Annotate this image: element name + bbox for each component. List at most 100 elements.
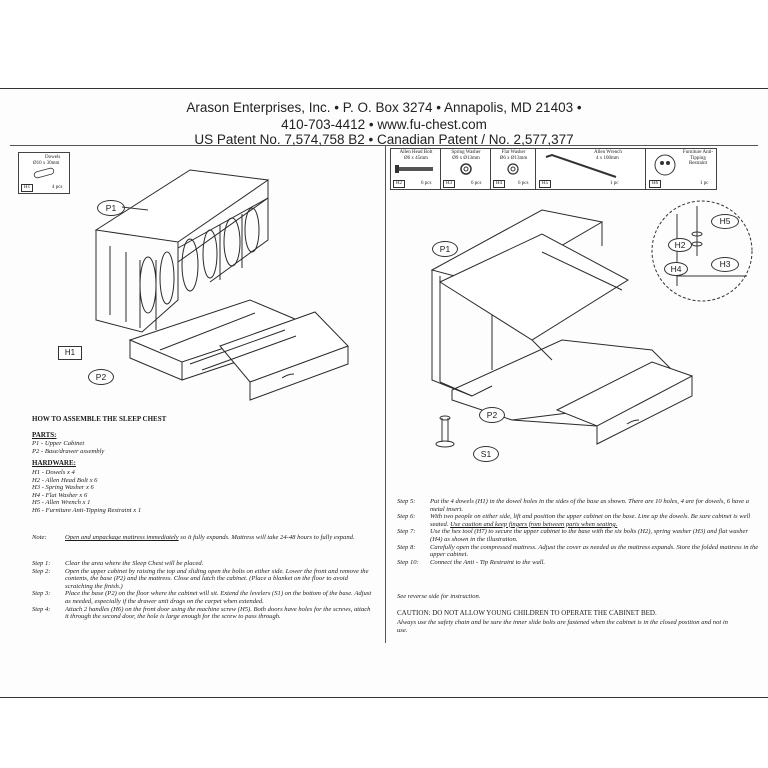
bolt-icon [395, 165, 433, 173]
step-name: Step 10: [397, 558, 419, 566]
step-name: Step 7: [397, 528, 416, 536]
label-h4: H4 [664, 262, 688, 276]
hw-code: H4 [493, 180, 506, 188]
hw-qty: 1 pc [700, 181, 709, 186]
dowels-qty: 4 pcs [52, 185, 63, 190]
hardware-item: H5 - Allen Wrench x 1 [32, 499, 91, 507]
step-text: Connect the Anti - Tip Restraint to the … [430, 558, 546, 566]
step-name: Step 4: [32, 605, 51, 613]
patent-numbers: US Patent No. 7,574,758 B2 • Canadian Pa… [194, 132, 574, 147]
part-item: P1 - Upper Cabinet [32, 440, 85, 447]
hw-code: H2 [393, 180, 406, 188]
hw-title: Allen Wrench [594, 150, 622, 155]
hw-code: H3 [443, 180, 456, 188]
dowels-size: Ø10 x 30mm [33, 161, 60, 166]
hw-size: Ø6 x Ø13mm [499, 155, 528, 161]
left-steps: Step 1: Clear the area where the Sleep Ch… [32, 560, 372, 621]
label-h5: H5 [711, 214, 739, 229]
step-text: Clear the area where the Sleep Chest wil… [65, 560, 204, 567]
parts-title: PARTS: [32, 431, 57, 439]
assembly-title: HOW TO ASSEMBLE THE SLEEP CHEST [32, 415, 167, 423]
note-text: so it fully expands. Mattress will take … [178, 534, 355, 541]
hw-title: Furniture Anti-Tipping Restraint [682, 150, 714, 166]
label-h3: H3 [711, 257, 739, 272]
sleep-chest-exploded-illustration [94, 169, 349, 401]
hardware-list: H1 - Dowels x 4 H2 - Allen Head Bolt x 6… [32, 469, 141, 515]
hardware-item: H3 - Spring Washer x 6 [32, 484, 94, 492]
sleep-chest-assembly-illustration [430, 209, 694, 445]
part-item: P2 - Base/drawer assembly [32, 447, 105, 455]
caution-title: CAUTION: DO NOT ALLOW YOUNG CHILDREN TO … [397, 609, 657, 617]
hw-qty: 6 pcs [518, 181, 529, 186]
dowels-hardware-box: Dowels Ø10 x 30mm H1 4 pcs [18, 152, 70, 194]
flat-washer-box: Flat Washer Ø6 x Ø13mm H4 6 pcs [490, 148, 537, 190]
step-row: Step 2: Open the upper cabinet by raising… [32, 568, 372, 591]
step-row: Step 6: With two people on either side, l… [397, 513, 759, 528]
step-name: Step 1: [32, 560, 51, 567]
hw-qty: 6 pcs [421, 181, 432, 186]
hw-qty: 6 pcs [471, 181, 482, 186]
parts-list: P1 - Upper Cabinet P2 - Base/drawer asse… [32, 440, 104, 455]
hw-code: H6 [649, 180, 662, 188]
hardware-title: HARDWARE: [32, 459, 76, 467]
step-name: Step 6: [397, 513, 416, 521]
step-row: Step 10: Connect the Anti - Tip Restraint… [397, 559, 759, 567]
hw-size: Ø9 x Ø13mm [452, 155, 480, 161]
step-text: Place the base (P2) on the floor where t… [65, 590, 372, 605]
step-text: Carefully open the compressed mattress. … [430, 543, 759, 559]
step-name: Step 3: [32, 590, 51, 598]
header-divider [10, 145, 758, 146]
step-text: Use the hex tool (H7) to secure the uppe… [430, 528, 749, 543]
note-underlined: Open and unpackage mattress immediately [65, 534, 179, 541]
allen-wrench-box: Allen Wrench 4 x 100mm H5 1 pc [535, 148, 647, 190]
dowel-icon [33, 167, 55, 179]
step-row: Step 7: Use the hex tool (H7) to secure t… [397, 528, 759, 543]
step-row: Step 3: Place the base (P2) on the floor … [32, 590, 372, 605]
company-contact: 410-703-4412 • www.fu-chest.com [281, 117, 487, 132]
step-name: Step 2: [32, 567, 51, 575]
anti-tip-restraint-icon [654, 154, 676, 176]
leader-line [121, 206, 149, 211]
note-label: Note: [32, 534, 47, 541]
step-text: Open the upper cabinet by raising the to… [65, 567, 369, 590]
label-p1-right: P1 [432, 241, 458, 257]
step-name: Step 8: [397, 543, 416, 551]
spring-washer-icon [460, 163, 472, 175]
label-p1-left: P1 [97, 200, 125, 216]
label-p2-left: P2 [88, 369, 114, 385]
hw-qty: 1 pc [610, 181, 619, 186]
hw-code: H5 [539, 180, 552, 188]
step-row: Step 4: Attach 2 handles (H6) on the fron… [32, 606, 372, 621]
hw-title: Flat Washer [501, 150, 526, 155]
allen-wrench-icon [545, 153, 617, 178]
allen-bolt-box: Allen Head Bolt Ø6 x 45mm H2 6 pcs [390, 148, 442, 190]
step-text: Attach 2 handles (H6) on the front door … [65, 605, 371, 621]
label-h2: H2 [668, 238, 692, 252]
hw-title: Spring Washer [451, 150, 481, 155]
reverse-side-note: See reverse side for instruction. [397, 593, 481, 600]
dowels-code: H1 [21, 184, 34, 192]
right-steps: Step 5:Put the 4 dowels (H1) in the dowe… [397, 498, 759, 566]
dowels-title: Dowels [45, 155, 61, 160]
step-row: Step 1: Clear the area where the Sleep Ch… [32, 560, 372, 568]
anti-tip-restraint-box: Furniture Anti-Tipping Restraint H6 1 pc [645, 148, 717, 190]
flat-washer-icon [507, 163, 519, 175]
hardware-item: H6 - Furniture Anti-Tipping Restraint x … [32, 506, 142, 514]
hw-size: Ø6 x 45mm [404, 155, 428, 161]
hardware-item: H2 - Allen Head Bolt x 6 [32, 476, 98, 484]
spring-washer-box: Spring Washer Ø9 x Ø13mm H3 6 pcs [440, 148, 492, 190]
step-caution-underlined: Use caution and keep fingers from betwee… [450, 520, 618, 528]
step-text: With two people on either side, lift and… [430, 513, 751, 528]
mattress-note: Note: Open and unpackage mattress immedi… [32, 534, 372, 542]
step-row: Step 8: Carefully open the compressed mat… [397, 544, 759, 559]
hardware-item: H1 - Dowels x 4 [32, 469, 75, 476]
company-address: Arason Enterprises, Inc. • P. O. Box 327… [186, 100, 582, 115]
label-h1-left: H1 [58, 346, 82, 360]
step-row: Step 5:Put the 4 dowels (H1) in the dowe… [397, 498, 759, 513]
hw-title: Allen Head Bolt [399, 150, 433, 155]
bolt-detail-callout [651, 200, 753, 302]
label-p2-right: P2 [479, 407, 505, 423]
caution-text: Always use the safety chain and be sure … [397, 619, 728, 634]
label-s1: S1 [473, 446, 499, 462]
leveler-icon [435, 415, 455, 448]
